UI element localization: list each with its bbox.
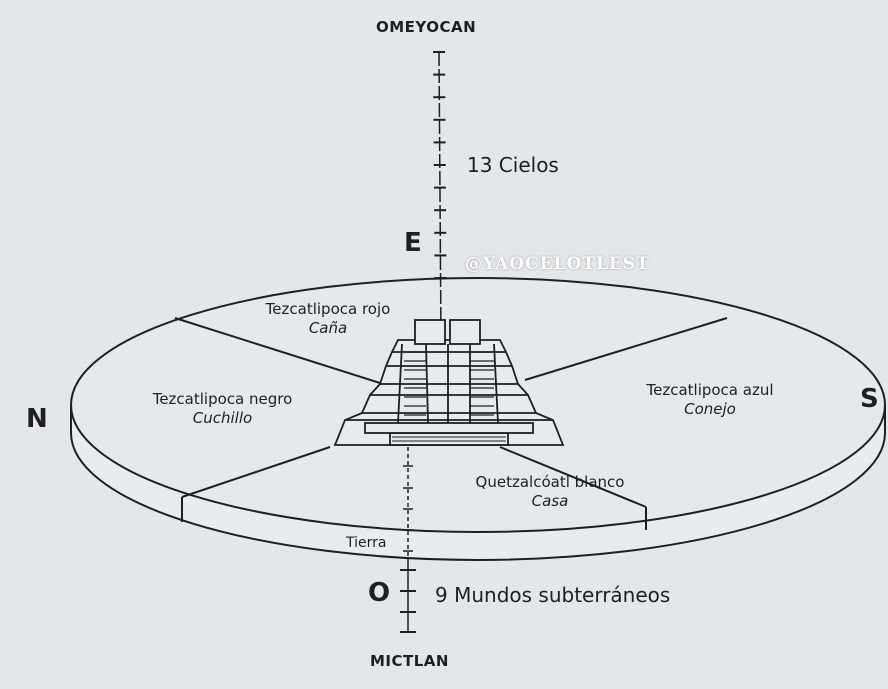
direction-south: S [860,384,879,414]
heavens-label: 13 Cielos [467,153,559,177]
region-north: Tezcatlipoca negro Cuchillo [140,390,305,428]
divider-nw [181,446,331,498]
region-deity: Tezcatlipoca negro [152,390,293,408]
region-west: Quetzalcóatl blanco Casa [460,473,640,511]
region-sign: Cuchillo [192,409,253,427]
region-deity: Tezcatlipoca rojo [265,300,391,318]
earth-label: Tierra [346,535,387,551]
region-east: Tezcatlipoca rojo Caña [253,300,403,338]
divider-sw [499,446,647,508]
mictlan-label: MICTLAN [370,652,449,670]
divider-se [524,317,728,381]
watermark: @YAOCELOTLEST [465,254,650,274]
region-sign: Caña [308,319,348,337]
pyramid-icon [333,319,565,446]
direction-north: N [26,404,48,434]
region-sign: Conejo [684,400,736,418]
region-deity: Tezcatlipoca azul [646,381,774,399]
heavens-axis [438,51,442,341]
direction-west: O [368,578,391,608]
omeyocan-label: OMEYOCAN [376,18,477,36]
underworlds-label: 9 Mundos subterráneos [435,583,671,607]
region-sign: Casa [531,492,569,510]
region-deity: Quetzalcóatl blanco [475,473,625,491]
divider-ne [174,317,381,384]
region-south: Tezcatlipoca azul Conejo [630,381,790,419]
direction-east: E [404,228,422,258]
